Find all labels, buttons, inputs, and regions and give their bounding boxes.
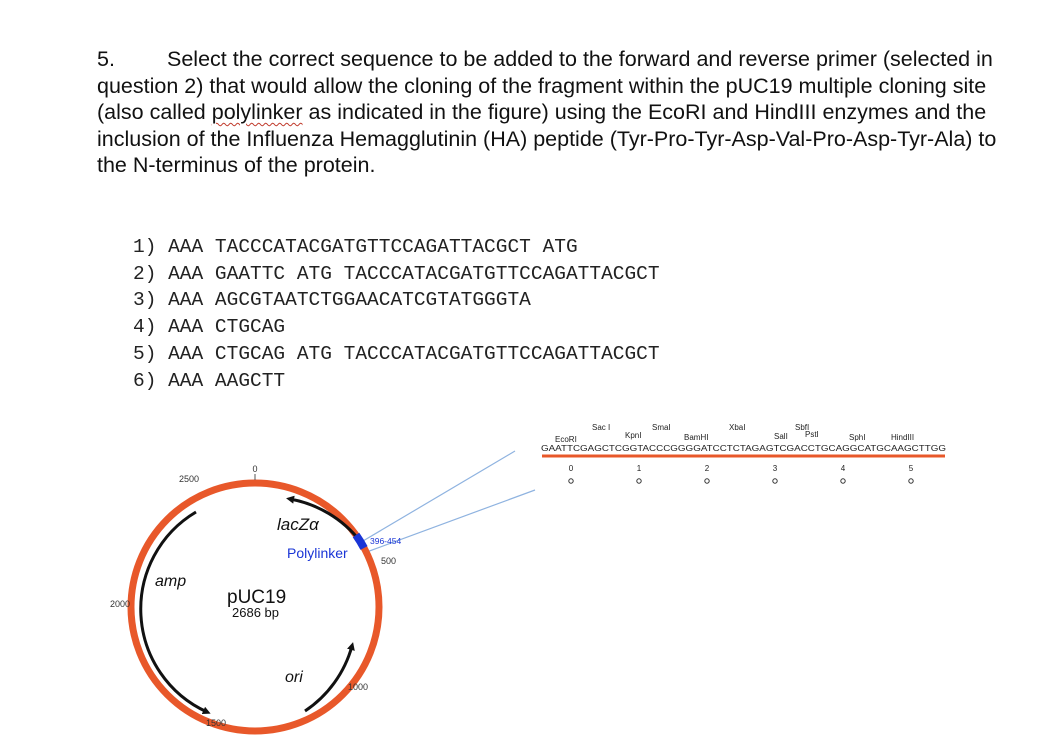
scale-label-3: 3: [773, 464, 778, 473]
zoom-line-top: [362, 450, 516, 542]
lacz-label: lacZα: [277, 515, 320, 534]
tick-label-1500: 1500: [206, 718, 226, 728]
question-number: 5.: [97, 47, 115, 71]
scale-circle: [704, 478, 710, 484]
option-1: 1) AAA TACCCATACGATGTTCCAGATTACGCT ATG: [133, 236, 578, 258]
enzyme-hindiii: HindIII: [891, 433, 914, 442]
enzyme-kpni: KpnI: [625, 431, 641, 440]
amp-arrow: [139, 510, 211, 714]
plasmid-name: pUC19: [227, 587, 286, 608]
option-2: 2) AAA GAATTC ATG TACCCATACGATGTTCCAGATT…: [133, 262, 660, 285]
scale-label-2: 2: [705, 464, 710, 473]
option-5: 5) AAA CTGCAG ATG TACCCATACGATGTTCCAGATT…: [133, 342, 660, 365]
tick-label-1000: 1000: [348, 682, 368, 692]
scale-circle: [568, 478, 574, 484]
enzyme-psti: PstI: [805, 430, 819, 439]
option-3: 3) AAA AGCGTAATCTGGAACATCGTATGGGTA: [133, 289, 531, 312]
amp-label: amp: [155, 573, 186, 590]
enzyme-ecori: EcoRI: [555, 435, 577, 444]
question-body-end: as indicated in the figure) using the Ec…: [97, 100, 997, 177]
tick-label-0: 0: [252, 464, 257, 474]
scale-circle: [840, 478, 846, 484]
scale-label-4: 4: [841, 464, 846, 473]
enzyme-sbfi: SbfI: [795, 423, 809, 432]
tick-label-2500: 2500: [179, 474, 199, 484]
spellcheck-flagged-word: polylinker: [211, 100, 303, 124]
zoom-line-bottom: [363, 489, 536, 554]
polylinker-label: Polylinker: [287, 545, 348, 561]
enzyme-bamhi: BamHI: [684, 433, 708, 442]
scale-label-5: 5: [909, 464, 914, 473]
lacz-arrow: [286, 495, 362, 542]
enzyme-xbai: XbaI: [729, 423, 745, 432]
ori-label: ori: [285, 669, 303, 686]
scale-label-1: 1: [637, 464, 642, 473]
scale-label-0: 0: [569, 464, 574, 473]
scale-circles: [568, 478, 914, 484]
ori-arrow: [304, 642, 355, 713]
polylinker-range-label: 396-454: [370, 536, 401, 546]
enzyme-sphi: SphI: [849, 433, 865, 442]
enzyme-saci: Sac I: [592, 423, 610, 432]
option-4: 4) AAA CTGCAG: [133, 316, 286, 339]
mcs-sequence: GAATTCGAGCTCGGTACCCGGGGATCCTCTAGAGTCGACC…: [541, 443, 946, 453]
tick-label-500: 500: [381, 556, 396, 566]
plasmid-backbone: [127, 479, 383, 735]
enzyme-smai: SmaI: [652, 423, 671, 432]
plasmid-size: 2686 bp: [232, 605, 279, 620]
mcs-detail: Sac I SmaI XbaI SbfI KpnI PstI EcoRI Bam…: [541, 423, 946, 484]
tick-label-2000: 2000: [110, 599, 130, 609]
option-6: 6) AAA AAGCTT: [133, 369, 286, 392]
scale-circle: [636, 478, 642, 484]
question-body-start: Select the correct sequence to be added …: [97, 47, 993, 124]
answer-options: 1) AAA TACCCATACGATGTTCCAGATTACGCT ATG 2…: [133, 234, 660, 394]
question-text: 5.Select the correct sequence to be adde…: [97, 46, 997, 179]
enzyme-sali: SalI: [774, 432, 788, 441]
scale-circle: [772, 478, 778, 484]
polylinker-segment: [352, 532, 368, 550]
scale-circle: [908, 478, 914, 484]
